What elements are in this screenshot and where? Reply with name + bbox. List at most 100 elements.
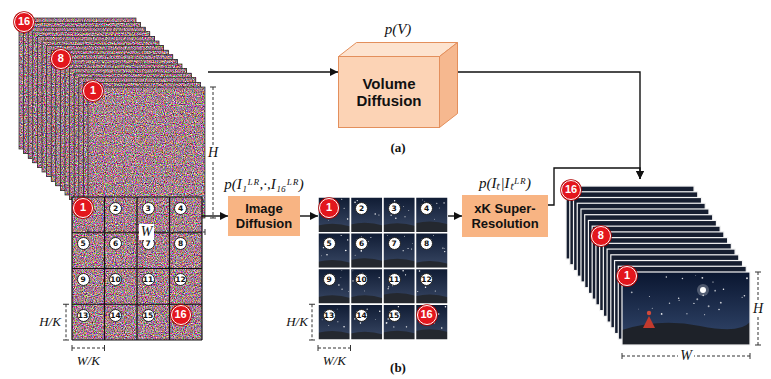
video-frames bbox=[682, 278, 684, 280]
image-grid-art bbox=[363, 290, 365, 292]
image-grid-art bbox=[416, 197, 449, 233]
callout-number: 15 bbox=[142, 309, 155, 322]
image-grid-art bbox=[390, 215, 391, 216]
dimension-label: W bbox=[678, 348, 694, 364]
image-grid: 12345678910111213141516 bbox=[318, 197, 448, 340]
dimension-label: H bbox=[206, 145, 220, 161]
video-frames bbox=[679, 300, 680, 301]
video-frames bbox=[746, 277, 748, 279]
callout-number: 16 bbox=[417, 305, 437, 325]
block-label: xK Super-Resolution bbox=[465, 201, 545, 231]
dimension-label: W/K bbox=[321, 353, 348, 369]
callout-number: 8 bbox=[591, 226, 611, 246]
image-grid-art bbox=[386, 322, 387, 323]
video-frames bbox=[718, 309, 720, 311]
video-frames bbox=[643, 316, 655, 328]
callout-number: 16 bbox=[14, 12, 34, 32]
callout-number: 3 bbox=[142, 202, 155, 215]
noise-grid-art bbox=[72, 339, 202, 340]
image-grid-art bbox=[361, 250, 363, 252]
image-grid-art bbox=[442, 247, 443, 248]
video-frames bbox=[686, 313, 687, 314]
image-grid-art bbox=[383, 304, 416, 340]
video-frames bbox=[708, 305, 710, 307]
noise-grid: 12345678910111213141516 bbox=[72, 197, 202, 340]
image-grid-art bbox=[347, 239, 348, 240]
image-grid-art bbox=[318, 233, 351, 269]
callout-number: 1 bbox=[319, 198, 339, 218]
image-grid-art bbox=[383, 223, 416, 233]
image-grid-art bbox=[341, 235, 342, 236]
video-frames bbox=[696, 298, 698, 300]
video-frames bbox=[714, 290, 716, 292]
dimension-label: H/K bbox=[284, 314, 310, 330]
image-grid-art bbox=[403, 235, 405, 237]
video-frames bbox=[622, 272, 750, 345]
dimension-marker bbox=[755, 345, 761, 346]
image-grid-art bbox=[318, 269, 351, 305]
callout-number: 12 bbox=[420, 273, 433, 286]
image-grid-art bbox=[343, 326, 345, 328]
dimension-marker bbox=[66, 304, 67, 340]
image-grid-art bbox=[352, 280, 353, 281]
callout-number: 2 bbox=[109, 202, 122, 215]
image-grid-art bbox=[416, 269, 449, 305]
image-grid-art bbox=[378, 214, 379, 215]
image-grid-art bbox=[416, 222, 449, 233]
callout-number: 9 bbox=[323, 273, 336, 286]
callout-number: 9 bbox=[77, 273, 90, 286]
video-frames bbox=[666, 276, 667, 277]
image-grid-art bbox=[328, 220, 330, 222]
image-grid-art bbox=[341, 199, 342, 200]
image-grid-art bbox=[404, 216, 405, 217]
image-grid-art bbox=[405, 274, 406, 275]
callout-number: 1 bbox=[83, 81, 103, 101]
dimension-marker bbox=[622, 353, 623, 359]
image-grid-art bbox=[352, 270, 354, 272]
dimension-marker bbox=[104, 345, 105, 351]
noise-grid-art bbox=[72, 197, 202, 340]
image-grid-art bbox=[425, 286, 426, 287]
image-grid-art bbox=[351, 269, 384, 305]
panel-label: (a) bbox=[390, 140, 405, 156]
callout-number: 8 bbox=[420, 237, 433, 250]
video-frames bbox=[697, 284, 709, 296]
image-grid-art bbox=[351, 233, 384, 269]
noise-frames bbox=[19, 18, 205, 218]
image-grid-art bbox=[438, 207, 440, 209]
image-grid-art bbox=[318, 260, 351, 269]
noise-grid-art bbox=[169, 197, 170, 340]
image-grid-art bbox=[383, 269, 416, 305]
callout-number: 1 bbox=[73, 198, 93, 218]
callout-number: 13 bbox=[77, 309, 90, 322]
callout-number: 14 bbox=[355, 309, 368, 322]
image-grid-art bbox=[351, 304, 384, 340]
dimension-marker bbox=[350, 345, 351, 351]
video-frames bbox=[712, 281, 713, 282]
video-frames bbox=[744, 295, 746, 297]
callout-number: 3 bbox=[388, 202, 401, 215]
volume-diffusion-block: p(V)Volume Diffusion bbox=[338, 42, 458, 128]
image-grid-art bbox=[351, 304, 384, 340]
callout-number: 4 bbox=[420, 202, 433, 215]
image-grid-art bbox=[337, 321, 338, 322]
callout-number: 5 bbox=[323, 237, 336, 250]
image-grid-art bbox=[436, 203, 437, 204]
image-grid-art bbox=[416, 329, 449, 340]
image-grid-art bbox=[444, 251, 445, 252]
image-grid-art bbox=[443, 248, 445, 250]
image-grid-art bbox=[416, 304, 449, 340]
image-grid-art bbox=[416, 304, 449, 340]
image-grid-art bbox=[328, 325, 330, 327]
image-grid-art bbox=[351, 258, 384, 268]
video-frames bbox=[631, 291, 633, 293]
image-grid-art bbox=[416, 261, 449, 269]
image-grid-art bbox=[351, 233, 384, 269]
image-grid-art bbox=[416, 294, 449, 304]
image-grid-art bbox=[412, 243, 414, 245]
image-grid-art bbox=[403, 206, 405, 208]
image-grid-art bbox=[340, 276, 342, 278]
image-grid-art bbox=[318, 233, 351, 269]
dimension-marker bbox=[72, 348, 105, 349]
video-frames bbox=[695, 275, 697, 277]
